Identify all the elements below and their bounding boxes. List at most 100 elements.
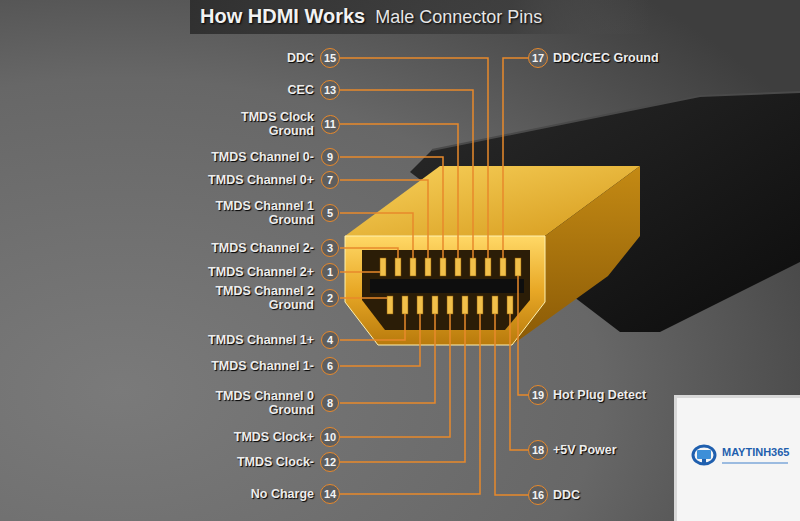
pin-number-circle: 10 [320, 427, 340, 447]
pin-label: Hot Plug Detect [553, 388, 646, 402]
pin-number-circle: 15 [320, 48, 340, 68]
leader-line [495, 314, 528, 495]
pin-number: 2 [327, 293, 333, 304]
pin-label: TMDS Channel 2+ [208, 265, 314, 279]
title-bar [190, 0, 650, 34]
pin-label: TMDS Channel 1+ [208, 333, 314, 347]
pin-number: 3 [327, 243, 333, 254]
leader-line [340, 213, 413, 258]
pin [462, 296, 468, 314]
pin [477, 296, 483, 314]
pin-label: TMDS Channel 2- [211, 241, 314, 255]
pin-label: TMDS Clock+ [234, 430, 314, 444]
subtitle-text: Male Connector Pins [375, 7, 542, 28]
pin-number: 18 [532, 445, 544, 456]
pin-number: 6 [327, 361, 333, 372]
logo-ring [693, 446, 715, 464]
pin-number-circle: 4 [321, 331, 339, 349]
pin-label: +5V Power [553, 443, 617, 457]
pin-number: 4 [327, 335, 333, 346]
pin-number: 5 [327, 208, 333, 219]
pin-number-circle: 19 [528, 385, 548, 405]
pin-number-circle: 17 [528, 48, 548, 68]
leader-line [340, 297, 387, 299]
pin-label: DDC [287, 51, 314, 65]
pin-number: 17 [532, 53, 544, 64]
pin-label: TMDS Channel 1- [211, 359, 314, 373]
leader-line [340, 271, 380, 273]
pin [425, 258, 431, 276]
pin-number-circle: 13 [320, 80, 340, 100]
pin-number-circle: 12 [320, 452, 340, 472]
leader-line [518, 276, 528, 395]
pin-number: 1 [327, 267, 333, 278]
pin [380, 258, 386, 276]
pin-label: TMDS Channel 2 Ground [198, 284, 314, 312]
pin-number: 11 [324, 119, 336, 130]
pin-label: DDC [553, 488, 580, 502]
pin-number-circle: 8 [321, 394, 339, 412]
leader-line [340, 314, 435, 403]
logo-stand [702, 459, 706, 464]
pin-label: No Charge [251, 487, 314, 501]
pin [387, 296, 393, 314]
watermark-panel [677, 398, 800, 521]
pin [395, 258, 401, 276]
pin-number-circle: 5 [321, 204, 339, 222]
pin-label: TMDS Clock- [237, 455, 314, 469]
pin-label: TMDS Channel 0- [211, 150, 314, 164]
pin [485, 258, 491, 276]
logo-tagline-bar [722, 462, 788, 464]
pin-number-circle: 7 [321, 171, 339, 189]
leader-line [340, 90, 473, 258]
pin-label: TMDS Clock Ground [219, 110, 314, 138]
pin [410, 258, 416, 276]
pin [470, 258, 476, 276]
leader-line [340, 248, 398, 258]
pin-number-circle: 3 [321, 239, 339, 257]
pin-label: TMDS Channel 0 Ground [198, 389, 314, 417]
pin [402, 296, 408, 314]
pin-number: 14 [324, 489, 336, 500]
pin-label: DDC/CEC Ground [553, 51, 659, 65]
pin [447, 296, 453, 314]
pin [432, 296, 438, 314]
pin-row-upper [380, 258, 521, 276]
pin-number-circle: 9 [321, 148, 339, 166]
shell-opening [362, 250, 530, 330]
pin [455, 258, 461, 276]
leader-line [340, 314, 450, 437]
watermark-shadow [674, 395, 800, 521]
pin [417, 296, 423, 314]
leader-line [340, 58, 488, 258]
logo-screen [697, 450, 711, 459]
plug-tongue [370, 279, 524, 293]
leader-lines [340, 58, 528, 495]
pin [440, 258, 446, 276]
leader-line [340, 314, 480, 494]
pin-number-circle: 16 [528, 485, 548, 505]
pin-label: TMDS Channel 1 Ground [198, 199, 314, 227]
pin-number: 7 [327, 175, 333, 186]
body-highlight [432, 92, 800, 150]
shell-front [345, 236, 545, 345]
pin-number: 16 [532, 490, 544, 501]
leader-line [340, 314, 420, 366]
pin-number: 12 [324, 457, 336, 468]
pin [492, 296, 498, 314]
pin [500, 258, 506, 276]
pin-number-circle: 14 [320, 484, 340, 504]
leader-line [340, 314, 465, 462]
pin-row-lower [387, 296, 513, 314]
leader-line [340, 124, 458, 258]
title-text: How HDMI Works [200, 5, 365, 28]
pin [515, 258, 521, 276]
leader-line [510, 314, 528, 450]
pin-label: TMDS Channel 0+ [208, 173, 314, 187]
leader-line [340, 180, 428, 258]
pin-number: 10 [324, 432, 336, 443]
pin-number: 8 [327, 398, 333, 409]
pin-label: CEC [288, 83, 314, 97]
